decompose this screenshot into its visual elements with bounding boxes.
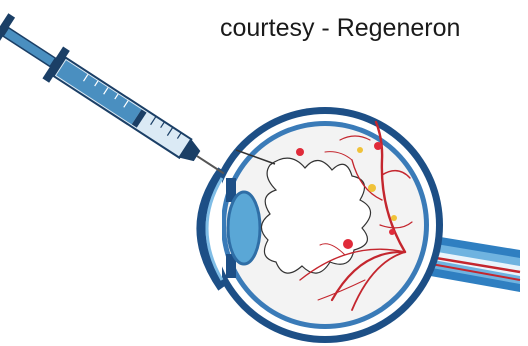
eye-cross-section — [201, 107, 520, 343]
syringe-plunger-rod — [3, 28, 55, 67]
syringe-liquid — [56, 60, 141, 124]
syringe-needle — [197, 156, 224, 173]
cornea — [201, 170, 222, 288]
lens — [228, 192, 260, 264]
syringe — [0, 12, 234, 190]
